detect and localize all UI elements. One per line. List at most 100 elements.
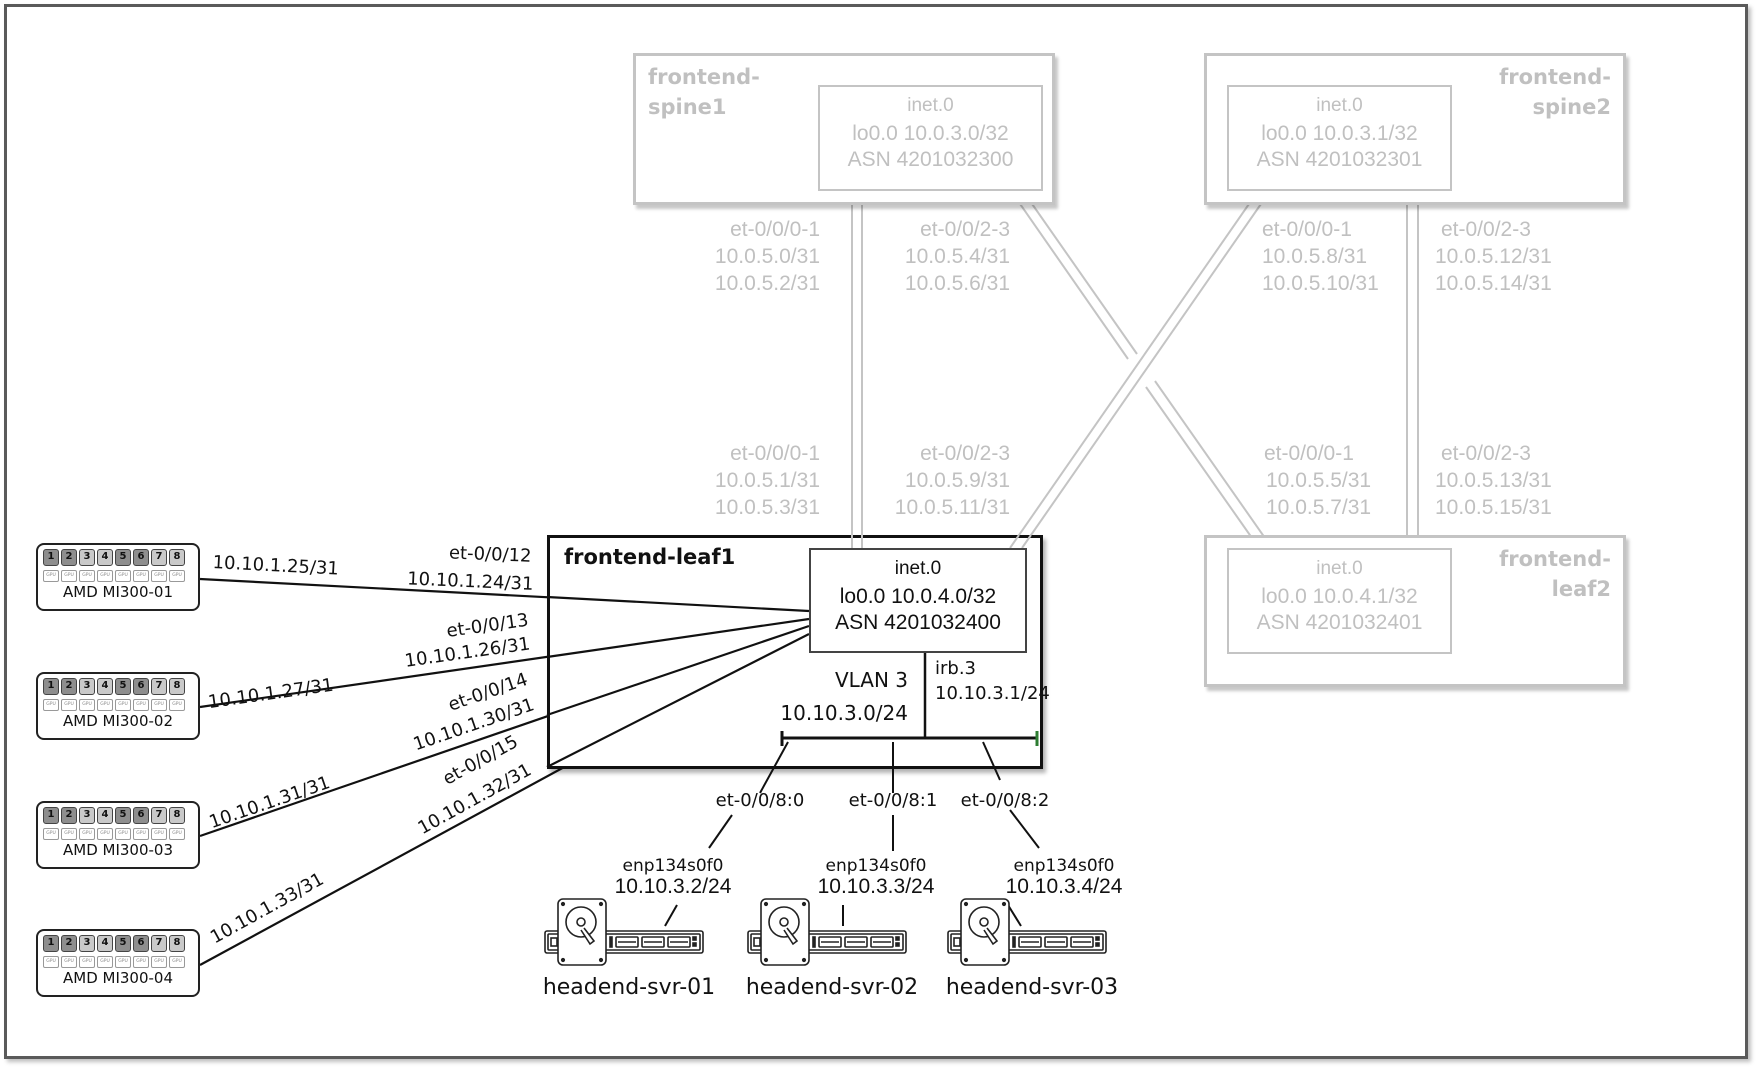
- gpu-icon: GPU: [133, 828, 149, 840]
- irb-name: irb.3: [935, 658, 977, 679]
- gpu-icon: GPU: [97, 828, 113, 840]
- routing-table-spine2: inet.0 lo0.0 10.0.3.1/32 ASN 4201032301: [1227, 85, 1452, 191]
- svr-01-leaf-port: et-0/0/8:0: [715, 790, 805, 811]
- gpu-chip: 5: [115, 678, 131, 695]
- gpu-chip: 7: [151, 807, 167, 824]
- device-name: frontend-leaf2: [1499, 547, 1611, 601]
- gpu-chip: 2: [61, 807, 77, 824]
- gpu-chip: 3: [79, 807, 95, 824]
- gpu-icon: GPU: [61, 570, 77, 582]
- gpu-icon: GPU: [169, 570, 185, 582]
- gpu-icon: GPU: [151, 828, 167, 840]
- routing-table-leaf2: inet.0 lo0.0 10.0.4.1/32 ASN 4201032401: [1227, 548, 1452, 654]
- device-name: frontend-spine1: [648, 65, 760, 119]
- gpu-chip: 4: [97, 807, 113, 824]
- gpu-chip: 6: [133, 935, 149, 952]
- device-name: frontend-spine2: [1499, 65, 1611, 119]
- server-node[interactable]: headend-svr-01: [543, 897, 715, 1007]
- hard-disk-icon: [760, 898, 810, 966]
- gpu-icon: GPU: [79, 956, 95, 968]
- link-spine1-leaf1: [851, 191, 863, 548]
- gpu-icon: GPU: [133, 699, 149, 711]
- gpu-chip: 1: [43, 807, 59, 824]
- gpu-chip: 1: [43, 678, 59, 695]
- gpu-icon: GPU: [151, 699, 167, 711]
- gpu-icon: GPU: [169, 956, 185, 968]
- gpu-icon: GPU: [97, 956, 113, 968]
- link-spine2-leaf1: [1009, 190, 1271, 549]
- gpu-icon: GPU: [169, 699, 185, 711]
- gpu-icon: GPU: [115, 828, 131, 840]
- gpu-chip: 8: [169, 678, 185, 695]
- gpu-icon: GPU: [43, 828, 59, 840]
- gpu-chip: 2: [61, 935, 77, 952]
- gpu-chip: 3: [79, 935, 95, 952]
- gpu-icon: GPU: [61, 956, 77, 968]
- gpu-chip: 2: [61, 549, 77, 566]
- gpu-icon: GPU: [97, 570, 113, 582]
- gpu-node-name: AMD MI300-01: [62, 583, 174, 601]
- gpu-chip: 5: [115, 807, 131, 824]
- gpu-chip: 2: [61, 678, 77, 695]
- gpu-chip: 7: [151, 549, 167, 566]
- gpu-icon: GPU: [61, 828, 77, 840]
- gpu-icon: GPU: [115, 956, 131, 968]
- server-name: headend-svr-01: [542, 975, 716, 1000]
- gpu-icon: GPU: [79, 828, 95, 840]
- gpu-chip: 8: [169, 807, 185, 824]
- gpu-icon: GPU: [115, 570, 131, 582]
- gpu-icon: GPU: [133, 570, 149, 582]
- gpu-chip: 6: [133, 678, 149, 695]
- gpu-icon: GPU: [43, 699, 59, 711]
- gpu-chip: 3: [79, 549, 95, 566]
- server-node[interactable]: headend-svr-02: [746, 897, 918, 1007]
- gpu-icon: GPU: [151, 956, 167, 968]
- vlan-name: VLAN 3: [834, 668, 908, 692]
- irb-address: 10.10.3.1/24: [935, 683, 1050, 704]
- gpu-icon: GPU: [43, 956, 59, 968]
- gpu-chip: 8: [169, 549, 185, 566]
- gpu-icon: GPU: [43, 570, 59, 582]
- server-node[interactable]: headend-svr-03: [946, 897, 1118, 1007]
- hard-disk-icon: [960, 898, 1010, 966]
- gpu-icon: GPU: [151, 570, 167, 582]
- gpu-icon: GPU: [61, 699, 77, 711]
- gpu-chip: 4: [97, 678, 113, 695]
- vlan-subnet: 10.10.3.0/24: [780, 701, 908, 725]
- gpu-icon: GPU: [97, 699, 113, 711]
- gpu-chip: 1: [43, 935, 59, 952]
- server-name: headend-svr-02: [745, 975, 919, 1000]
- server-icon: [747, 898, 907, 966]
- link-spine1-leaf2: [1010, 190, 1273, 549]
- gpu-01-leaf-port: et-0/0/12: [448, 542, 532, 567]
- gpu-node-name: AMD MI300-03: [62, 841, 174, 859]
- gpu-chip: 7: [151, 678, 167, 695]
- hard-disk-icon: [557, 898, 607, 966]
- gpu-icon: GPU: [133, 956, 149, 968]
- svr-03-leaf-port: et-0/0/8:2: [960, 790, 1050, 811]
- gpu-icon: GPU: [115, 699, 131, 711]
- routing-table-spine1: inet.0 lo0.0 10.0.3.0/32 ASN 4201032300: [818, 85, 1043, 191]
- gpu-chip: 6: [133, 807, 149, 824]
